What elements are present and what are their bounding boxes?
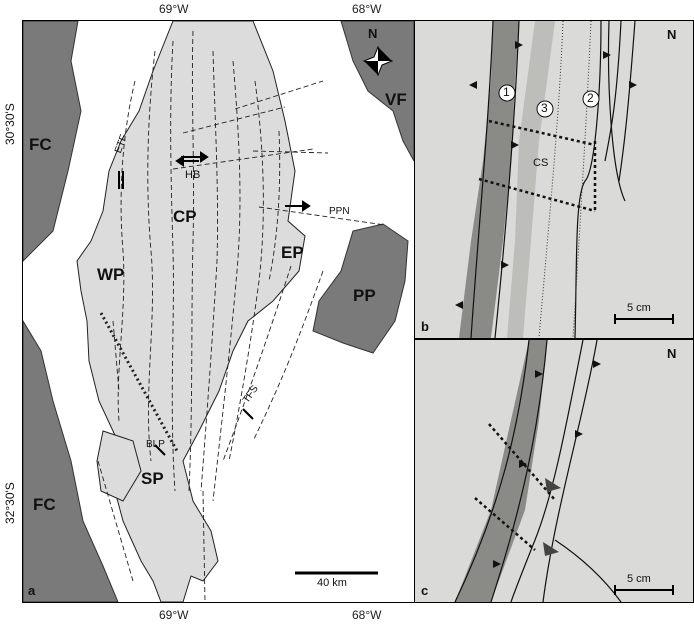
region-wp: WP (97, 265, 125, 284)
bottom-coord-68w: 68°W (352, 608, 382, 622)
region-cp: CP (173, 207, 197, 226)
map-drawing (23, 21, 414, 602)
panel-b-drawing (415, 21, 693, 338)
region-vf: VF (385, 90, 407, 109)
region-pp: PP (353, 286, 376, 305)
panel-b-cs: CS (533, 157, 549, 169)
left-coord-3230s: 32°30'S (3, 482, 17, 524)
panel-c-scale: 5 cm (627, 573, 651, 585)
panel-c-label: c (421, 583, 429, 598)
top-coord-69w: 69°W (159, 2, 189, 16)
pp-terrain (312, 223, 409, 354)
sp-terrain (96, 430, 142, 502)
vf-terrain (340, 21, 414, 162)
bottom-coord-69w: 69°W (159, 608, 189, 622)
north-label: N (368, 26, 378, 41)
panel-b-circle-1: 1 (503, 85, 510, 99)
map-panel-a: N FC FC VF PP WP CP EP SP ETF HB PPN TFS… (22, 20, 415, 603)
region-fc-top: FC (29, 135, 52, 154)
left-coord-3030s: 30°30'S (3, 103, 17, 145)
sierra-terrain (76, 21, 306, 602)
panel-b-north: N (667, 27, 677, 42)
map-scale-label: 40 km (317, 577, 347, 589)
fault-hb: HB (185, 169, 201, 181)
fault-ppn: PPN (329, 206, 350, 217)
panel-b-label: b (421, 319, 429, 334)
region-ep: EP (281, 243, 304, 262)
fc-terrain-bottom (23, 320, 119, 602)
panel-b-circle-3: 3 (541, 101, 548, 115)
photo-panel-c: N 5 cm c (414, 339, 694, 603)
panel-c-north: N (667, 346, 677, 361)
photo-panel-b: 1 3 2 CS N 5 cm b (414, 20, 694, 339)
panel-b-circle-2: 2 (587, 91, 594, 105)
top-coord-68w: 68°W (352, 2, 382, 16)
fault-blp: BLP (146, 439, 165, 450)
panel-c-drawing (415, 340, 693, 602)
panel-a-label: a (28, 583, 36, 598)
region-sp: SP (141, 469, 164, 488)
region-fc-bottom: FC (33, 495, 56, 514)
panel-b-scale: 5 cm (627, 302, 651, 314)
fc-terrain-top (23, 21, 82, 262)
